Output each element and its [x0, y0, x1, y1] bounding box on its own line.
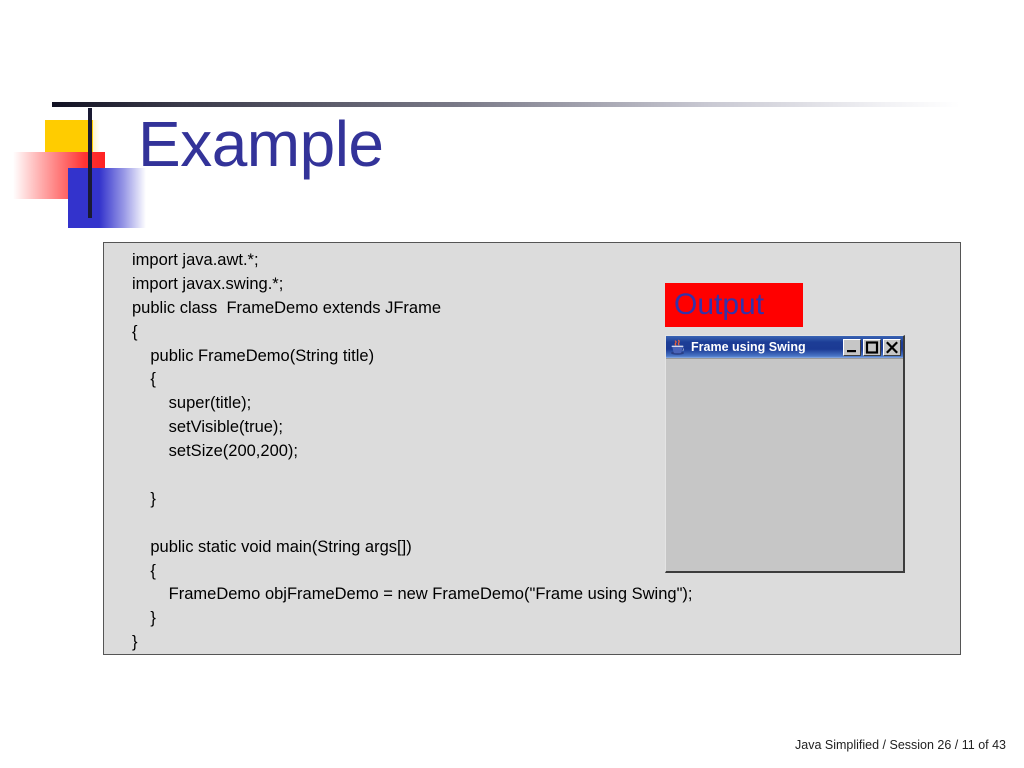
- code-line: public static void main(String args[]): [132, 537, 412, 556]
- code-line: public class FrameDemo extends JFrame: [132, 298, 442, 317]
- code-line: setVisible(true);: [132, 418, 283, 437]
- title-decoration: [0, 95, 420, 228]
- title-underline-rule: [52, 102, 960, 107]
- code-line: {: [132, 370, 156, 389]
- close-icon[interactable]: [883, 338, 901, 356]
- output-label-text: Output: [674, 288, 765, 321]
- page-title: Example: [138, 108, 384, 180]
- code-line: import java.awt.*;: [132, 251, 259, 269]
- java-code-listing: import java.awt.*; import javax.swing.*; p…: [132, 249, 693, 655]
- code-line: public FrameDemo(String title): [132, 346, 375, 365]
- code-line: import javax.swing.*;: [132, 274, 284, 293]
- code-line: {: [132, 561, 156, 580]
- java-coffee-cup-icon: [669, 339, 686, 356]
- minimize-icon[interactable]: [843, 338, 861, 356]
- code-line: super(title);: [132, 394, 252, 413]
- swing-window-content-area: [666, 358, 903, 571]
- code-line: }: [132, 609, 156, 628]
- code-line: }: [132, 633, 138, 652]
- code-line: [132, 464, 693, 488]
- code-line: }: [132, 489, 156, 508]
- decoration-vertical-line: [88, 108, 92, 218]
- output-label-box: Output: [665, 283, 803, 327]
- swing-window-titlebar[interactable]: Frame using Swing: [666, 336, 903, 358]
- code-line: setSize(200,200);: [132, 442, 298, 461]
- swing-window-title: Frame using Swing: [691, 340, 806, 354]
- code-line: FrameDemo objFrameDemo = new FrameDemo("…: [132, 585, 693, 604]
- code-line: [132, 512, 693, 536]
- decoration-blue-square-solid: [68, 168, 98, 228]
- maximize-icon[interactable]: [863, 338, 881, 356]
- slide-footer: Java Simplified / Session 26 / 11 of 43: [795, 738, 1006, 752]
- swing-frame-window: Frame using Swing: [665, 335, 905, 573]
- code-content-box: import java.awt.*; import javax.swing.*; p…: [103, 242, 961, 655]
- code-line: {: [132, 322, 138, 341]
